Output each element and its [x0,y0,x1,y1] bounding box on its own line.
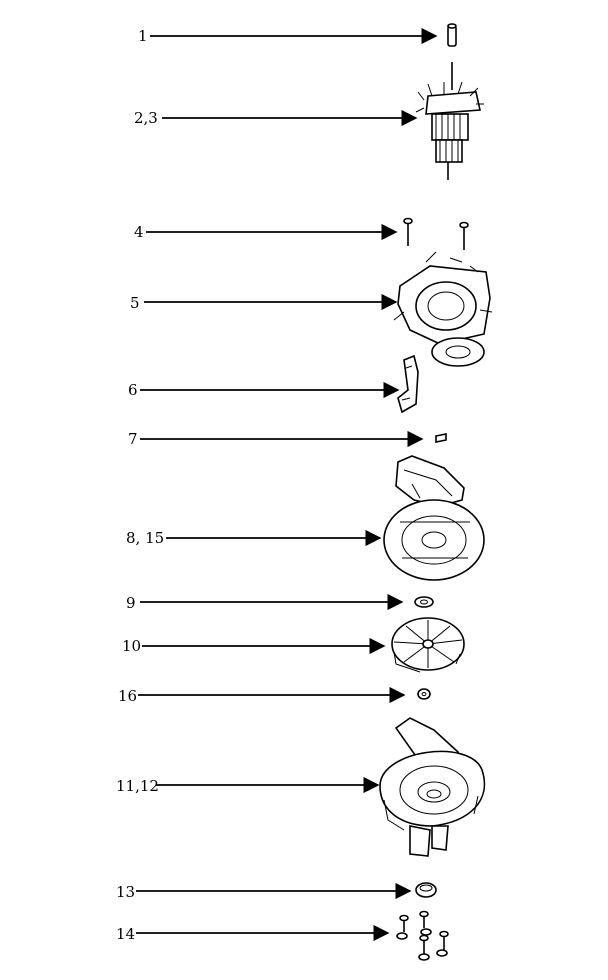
callout-label-10: 10 [122,637,141,655]
callout-label-4: 4 [134,223,144,241]
callout-label-5: 5 [130,294,140,312]
callout-label-11-12: 11,12 [116,777,159,795]
callout-5: 5 [130,293,398,312]
callout-label-9: 9 [126,594,136,612]
part-13-cap [415,882,437,898]
callout-8-15: 8, 15 [126,529,382,547]
part-11-12-fan-housing [379,717,486,857]
part-16-nut [417,688,431,700]
callout-1: 1 [138,27,438,45]
part-14-screws [396,910,449,961]
callout-7: 7 [128,430,424,448]
part-9-washer [414,596,434,608]
callout-16: 16 [118,686,406,705]
callout-11-12: 11,12 [116,776,380,795]
callout-label-2-3: 2,3 [134,109,158,127]
callout-label-7: 7 [128,430,138,448]
part-10-fan [391,617,465,673]
part-7-clip [435,433,447,443]
callout-2-3: 2,3 [134,109,418,127]
part-4-screws [403,217,469,250]
callout-label-8-15: 8, 15 [126,529,164,547]
callout-14: 14 [116,924,390,943]
part-5-field-assembly [393,251,493,367]
callout-label-14: 14 [116,925,135,943]
callout-13: 13 [116,882,412,901]
callout-label-1: 1 [138,27,148,45]
part-2-3-armature [415,62,484,180]
callout-label-16: 16 [118,687,137,705]
callout-label-13: 13 [116,883,135,901]
callout-9: 9 [126,593,404,612]
callout-6: 6 [128,381,400,399]
part-6-bracket [397,354,419,414]
callout-10: 10 [122,637,386,655]
part-8-15-housing [383,455,485,581]
callout-4: 4 [134,223,398,241]
callout-label-6: 6 [128,381,138,399]
part-1-pin [447,23,457,47]
